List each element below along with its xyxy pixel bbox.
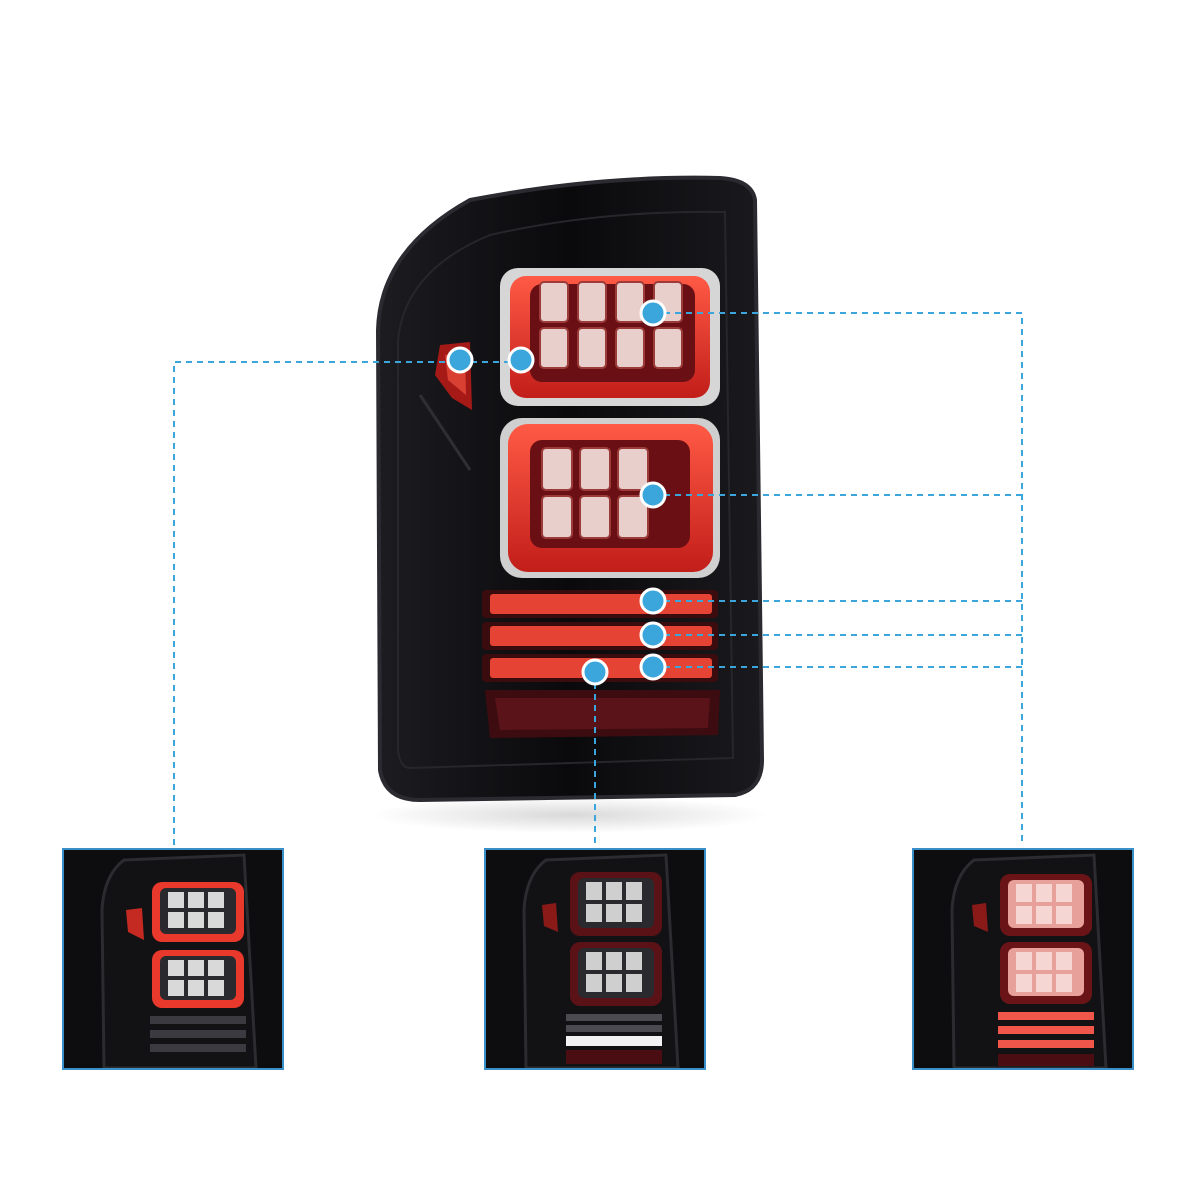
callout-dot-reverse [581, 658, 609, 686]
ground-shadow [370, 797, 770, 833]
callout-dots [446, 299, 667, 686]
callout-dot-bar-1 [639, 587, 667, 615]
lower-led-cells [541, 447, 649, 539]
callout-dot-upper-led [639, 299, 667, 327]
callout-dot-side-marker [446, 346, 474, 374]
callout-dot-bar-2 [639, 621, 667, 649]
housing-inner-edge [397, 210, 735, 770]
callout-dot-bar-3 [639, 653, 667, 681]
thumbnail-left [62, 848, 284, 1070]
callout-dot-upper-ring [507, 346, 535, 374]
thumbnail-center [484, 848, 706, 1070]
callout-dot-lower-led [639, 481, 667, 509]
housing-crease [418, 394, 472, 471]
callout-lines [173, 312, 1023, 845]
thumbnail-right [912, 848, 1134, 1070]
